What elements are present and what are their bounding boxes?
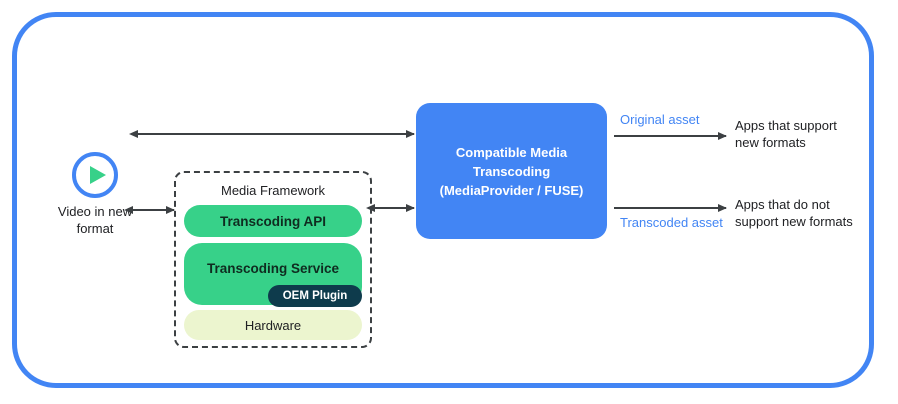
play-circle-icon [70, 150, 120, 200]
hardware-block[interactable]: Hardware [184, 310, 362, 340]
oem-plugin-badge[interactable]: OEM Plugin [268, 285, 362, 307]
original-asset-label: Original asset [620, 112, 700, 127]
apps-not-supporting-label: Apps that do not support new formats [735, 197, 853, 229]
cmt-line-3: (MediaProvider / FUSE) [439, 182, 584, 198]
transcoding-api-block[interactable]: Transcoding API [184, 205, 362, 237]
transcoded-asset-label: Transcoded asset [620, 215, 723, 230]
media-framework-container [174, 171, 372, 348]
cmt-line-2: Transcoding [472, 163, 551, 179]
cmt-text: Compatible Media Transcoding (MediaProvi… [440, 143, 584, 200]
apps-supporting-label: Apps that support new formats [735, 118, 837, 150]
cmt-line-1: Compatible Media [455, 144, 568, 160]
video-source-label: Video in new format [57, 204, 133, 236]
media-framework-title: Media Framework [220, 183, 326, 198]
compatible-media-transcoding-node[interactable]: Compatible Media Transcoding (MediaProvi… [416, 103, 607, 239]
